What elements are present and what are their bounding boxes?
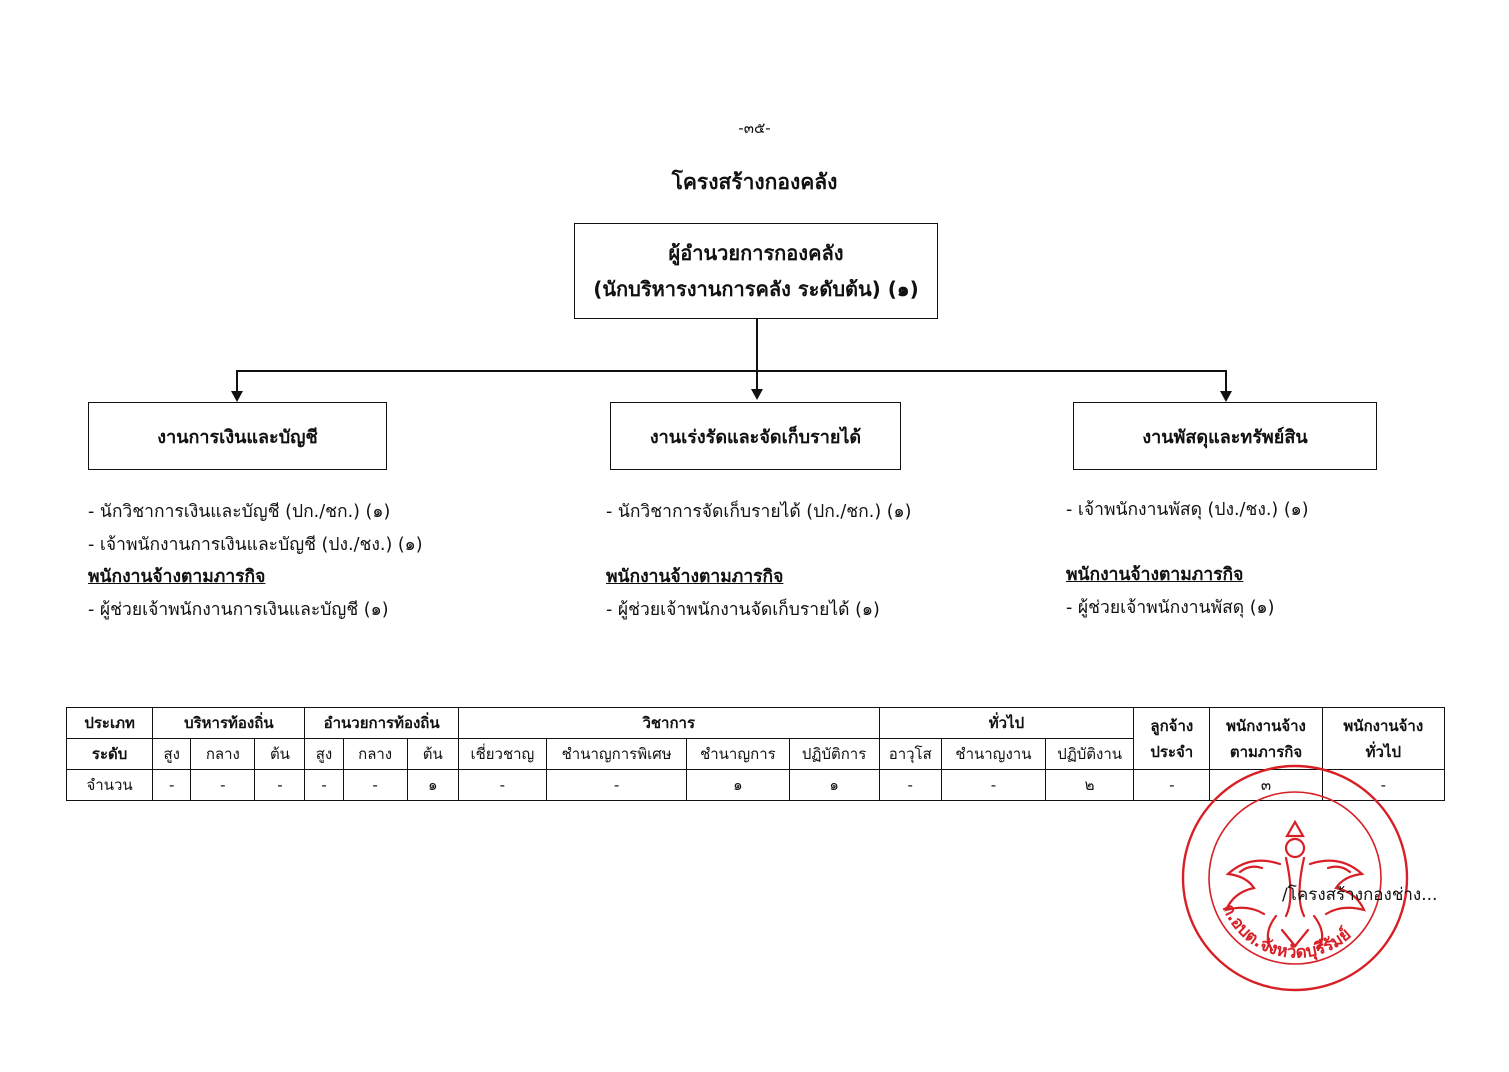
position-item: - เจ้าพนักงานพัสดุ (ปง./ชง.) (๑) (1066, 500, 1309, 520)
header-line: ทั่วไป (1365, 742, 1401, 761)
level-label: ระดับ (65, 738, 154, 770)
table-row: ระดับ สูง กลาง ต้น สูง กลาง ต้น เชี่ยวชา… (65, 738, 1445, 770)
header-line: พนักงานจ้าง (1226, 716, 1306, 735)
level-cell: ชำนาญการ (686, 738, 790, 770)
count-label: จำนวน (65, 769, 154, 801)
connector-vertical-main (756, 319, 758, 389)
connector-left (236, 370, 238, 392)
count-cell: - (304, 769, 344, 801)
position-item: - นักวิชาการจัดเก็บรายได้ (ปก./ชก.) (๑) (606, 502, 912, 522)
count-cell: - (1321, 769, 1446, 801)
director-box: ผู้อำนวยการกองคลัง (นักบริหารงานการคลัง … (574, 223, 938, 319)
level-cell: ปฏิบัติการ (788, 738, 880, 770)
division-box-finance: งานการเงินและบัญชี (88, 402, 387, 470)
header-line: ลูกจ้าง (1150, 716, 1194, 735)
level-cell: ต้น (254, 738, 306, 770)
division-box-supplies: งานพัสดุและทรัพย์สิน (1073, 402, 1377, 470)
level-cell: อาวุโส (878, 738, 942, 770)
count-cell: ๑ (686, 769, 790, 801)
division-box-revenue: งานเร่งรัดและจัดเก็บรายได้ (610, 402, 901, 470)
count-cell: - (940, 769, 1047, 801)
level-cell: ชำนาญการพิเศษ (545, 738, 688, 770)
count-cell: ๒ (1045, 769, 1135, 801)
director-rank: (นักบริหารงานการคลัง ระดับต้น) (๑) (593, 277, 919, 301)
count-cell: ๑ (788, 769, 880, 801)
group-header: พนักงานจ้าง ทั่วไป (1321, 707, 1446, 770)
table-row: ประเภท บริหารท้องถิ่น อำนวยการท้องถิ่น ว… (65, 707, 1446, 770)
division-name: งานเร่งรัดและจัดเก็บรายได้ (649, 426, 862, 448)
division-staff-revenue: - นักวิชาการจัดเก็บรายได้ (ปก./ชก.) (๑) … (606, 496, 911, 626)
position-item: - เจ้าพนักงานการเงินและบัญชี (ปง./ชง.) (… (88, 534, 423, 555)
header-line: ตามภารกิจ (1229, 742, 1303, 761)
mission-heading: พนักงานจ้างตามภารกิจ (606, 567, 784, 587)
mission-item: - ผู้ช่วยเจ้าพนักงานจัดเก็บรายได้ (๑) (606, 599, 880, 620)
arrow-left (231, 391, 243, 402)
division-staff-finance: - นักวิชาการเงินและบัญชี (ปก./ชก.) (๑) -… (88, 496, 423, 626)
table-row: จำนวน - - - - - ๑ - - ๑ ๑ - - ๒ - ๓ - (65, 769, 1446, 801)
mission-item: - ผู้ช่วยเจ้าพนักงานพัสดุ (๑) (1066, 597, 1275, 618)
header-line: ประจำ (1150, 742, 1194, 761)
group-header: วิชาการ (457, 707, 880, 739)
group-header: ทั่วไป (878, 707, 1135, 739)
staffing-table: ประเภท บริหารท้องถิ่น อำนวยการท้องถิ่น ว… (65, 707, 1446, 801)
count-cell: - (152, 769, 192, 801)
count-cell: - (254, 769, 306, 801)
page-title: โครงสร้างกองคลัง (671, 170, 838, 194)
page-number: -๓๕- (738, 119, 771, 137)
arrow-right (1220, 391, 1232, 402)
count-cell: ๓ (1209, 769, 1323, 801)
arrow-center (751, 389, 763, 400)
connector-right (1225, 370, 1227, 392)
official-seal-icon: ก.อบต.จังหวัดบุรีรัมย์ (1181, 764, 1409, 992)
level-cell: ต้น (406, 738, 459, 770)
count-cell: - (190, 769, 256, 801)
division-name: งานการเงินและบัญชี (157, 426, 318, 448)
continuation-note: /โครงสร้างกองช่าง... (1282, 885, 1438, 905)
mission-heading: พนักงานจ้างตามภารกิจ (88, 567, 266, 587)
mission-heading: พนักงานจ้างตามภารกิจ (1066, 565, 1244, 585)
level-cell: ชำนาญงาน (940, 738, 1047, 770)
count-cell: - (457, 769, 547, 801)
position-item: - นักวิชาการเงินและบัญชี (ปก./ชก.) (๑) (88, 502, 391, 522)
director-title: ผู้อำนวยการกองคลัง (668, 241, 844, 265)
type-label: ประเภท (65, 707, 154, 739)
count-cell: - (545, 769, 688, 801)
count-cell: - (342, 769, 408, 801)
count-cell: ๑ (406, 769, 459, 801)
count-cell: - (878, 769, 942, 801)
level-cell: ปฏิบัติงาน (1045, 738, 1135, 770)
division-name: งานพัสดุและทรัพย์สิน (1142, 426, 1308, 448)
level-cell: กลาง (342, 738, 408, 770)
group-header: พนักงานจ้าง ตามภารกิจ (1209, 707, 1323, 770)
level-cell: สูง (152, 738, 192, 770)
level-cell: กลาง (190, 738, 256, 770)
mission-item: - ผู้ช่วยเจ้าพนักงานการเงินและบัญชี (๑) (88, 599, 389, 620)
connector-horizontal (236, 370, 1226, 372)
group-header: บริหารท้องถิ่น (152, 707, 306, 739)
group-header: อำนวยการท้องถิ่น (304, 707, 459, 739)
count-cell: - (1133, 769, 1211, 801)
level-cell: เชี่ยวชาญ (457, 738, 547, 770)
header-line: พนักงานจ้าง (1343, 716, 1424, 735)
division-staff-supplies: - เจ้าพนักงานพัสดุ (ปง./ชง.) (๑) พนักงาน… (1066, 494, 1309, 624)
level-cell: สูง (304, 738, 344, 770)
